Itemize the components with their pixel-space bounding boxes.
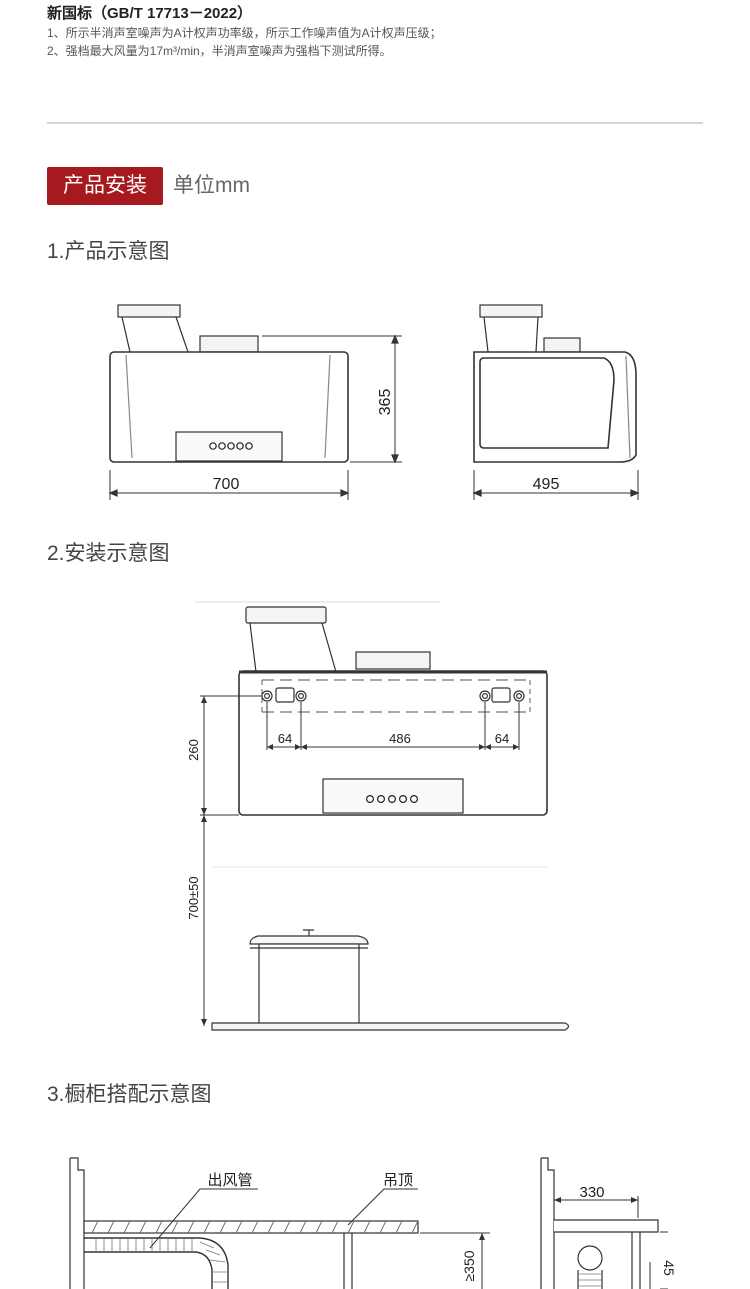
install-height-label: 700±50 bbox=[186, 876, 201, 919]
side-view bbox=[472, 304, 640, 500]
cabinet-view-left bbox=[69, 1157, 490, 1289]
ceiling-label: 吊顶 bbox=[383, 1172, 413, 1189]
install-view bbox=[195, 601, 570, 1031]
figure2-title: 2.安装示意图 bbox=[47, 542, 170, 565]
mount-height-label: 260 bbox=[186, 739, 201, 761]
figure3-title: 3.橱柜搭配示意图 bbox=[47, 1083, 212, 1106]
dim-45-label: 45 bbox=[661, 1260, 677, 1276]
figure1-title: 1.产品示意图 bbox=[47, 240, 170, 263]
standard-title: 新国标（GB/T 17713－2022） bbox=[47, 5, 253, 22]
duct-label: 出风管 bbox=[207, 1172, 252, 1189]
spacing-left-label: 64 bbox=[278, 731, 292, 746]
unit-label: 单位mm bbox=[173, 174, 250, 197]
depth-330-label: 330 bbox=[579, 1184, 604, 1201]
note-line-1: 1、所示半消声室噪声为A计权声功率级，所示工作噪声值为A计权声压级； bbox=[47, 26, 442, 40]
front-width-label: 700 bbox=[213, 476, 240, 493]
spacing-right-label: 64 bbox=[495, 731, 509, 746]
cabinet-view-right bbox=[540, 1157, 668, 1289]
height-min-label: ≥350 bbox=[461, 1250, 477, 1281]
front-view bbox=[108, 304, 402, 500]
section-divider bbox=[47, 122, 703, 124]
front-height-label: 365 bbox=[377, 389, 394, 416]
standard-notes: 新国标（GB/T 17713－2022） 1、所示半消声室噪声为A计权声功率级，… bbox=[47, 4, 442, 60]
note-line-2: 2、强档最大风量为17m³/min，半消声室噪声为强档下测试所得。 bbox=[47, 44, 392, 58]
section-badge: 产品安装 bbox=[47, 167, 163, 205]
side-depth-label: 495 bbox=[533, 476, 560, 493]
spacing-center-label: 486 bbox=[389, 731, 411, 746]
